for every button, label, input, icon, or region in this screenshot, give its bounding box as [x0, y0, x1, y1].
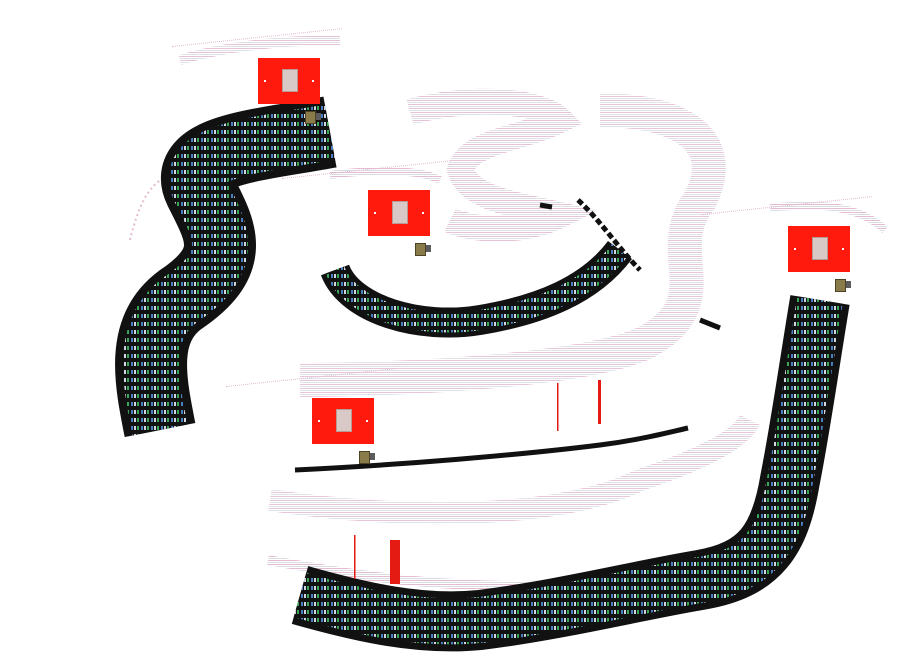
ghost-trail-right-top [769, 201, 888, 233]
video-thumbnail-icon [392, 201, 408, 224]
video-panel[interactable] [312, 398, 374, 444]
toolbar-icon[interactable] [316, 113, 321, 120]
prev-arrow-icon[interactable] [794, 248, 796, 250]
ribbon-trail-seg3 [699, 317, 721, 331]
window-snapshot-2[interactable] [282, 152, 482, 280]
ghost-trail-top [406, 88, 598, 242]
ghost-trail-mid [329, 166, 442, 184]
next-arrow-icon[interactable] [842, 248, 844, 250]
ribbon-trail-seg2 [576, 198, 642, 272]
video-thumbnail-icon [282, 69, 298, 92]
ribbon-trail-arc-inner [325, 243, 628, 333]
video-panel[interactable] [258, 58, 320, 104]
prev-arrow-icon[interactable] [318, 420, 320, 422]
next-arrow-icon[interactable] [422, 212, 424, 214]
prev-arrow-icon[interactable] [374, 212, 376, 214]
ghost-trail-bottom [268, 414, 760, 525]
window-snapshot-4[interactable] [226, 360, 426, 488]
video-thumbnail-icon [812, 237, 828, 260]
window-snapshot-1[interactable] [172, 20, 372, 148]
next-arrow-icon[interactable] [366, 420, 368, 422]
next-arrow-icon[interactable] [312, 80, 314, 82]
red-marker-3 [354, 535, 356, 579]
avatar-icon [835, 279, 846, 292]
video-panel[interactable] [788, 226, 850, 272]
toolbar-icon[interactable] [426, 245, 431, 252]
video-panel[interactable] [368, 190, 430, 236]
video-thumbnail-icon [336, 409, 352, 432]
red-marker-1 [557, 383, 559, 431]
ghost-trail-right [299, 93, 726, 397]
ribbon-trail-right-inner [293, 296, 843, 645]
toolbar-icon[interactable] [370, 453, 375, 460]
red-marker-2 [598, 380, 601, 424]
ribbon-trail-baseline [294, 425, 689, 473]
prev-arrow-icon[interactable] [264, 80, 266, 82]
avatar-icon [305, 111, 316, 124]
window-snapshot-3[interactable] [702, 188, 902, 316]
ribbon-trail-left-inner [123, 104, 336, 436]
red-marker-4 [390, 540, 400, 584]
toolbar-icon[interactable] [846, 281, 851, 288]
ghost-trail-left [178, 35, 341, 65]
ribbon-trail-seg [539, 202, 553, 210]
avatar-icon [415, 243, 426, 256]
avatar-icon [359, 451, 370, 464]
